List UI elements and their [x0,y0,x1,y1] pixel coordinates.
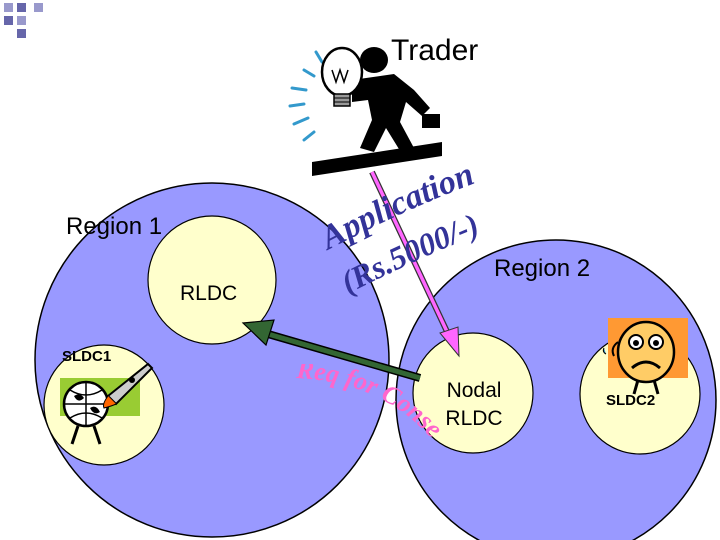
application-arrow [369,170,460,358]
trader-label: Trader [391,34,479,67]
region2-title: Region 2 [494,255,591,282]
trader-icon [288,46,442,176]
region2-circle [395,239,717,540]
request-text: Req for Consent [296,364,449,443]
request-text-graphic: Req for Consent [296,364,449,443]
sldc2-label: SLDC2 [606,392,656,409]
corner-decoration [4,3,43,38]
sldc1-label: SLDC1 [62,348,112,365]
nodal-rldc-label: Nodal RLDC [430,377,518,433]
worried-face-icon [602,318,688,395]
nodal-rldc-circle [412,332,534,454]
application-text-graphic: Application (Rs.5000/-) [318,168,484,300]
nodal-label-line2: RLDC [445,407,503,430]
globe-rocket-icon [60,362,154,445]
request-arrow [241,319,422,382]
region1-title: Region 1 [66,213,163,240]
rldc-label: RLDC [180,282,238,305]
nodal-label-line1: Nodal [446,379,502,402]
rldc-circle [147,215,277,345]
